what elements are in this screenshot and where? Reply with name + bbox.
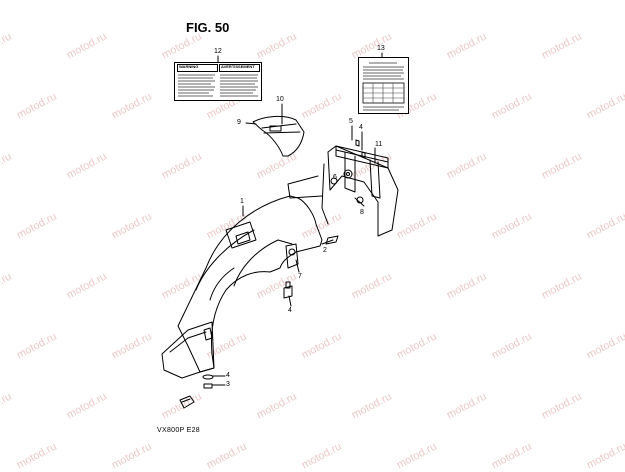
fender-window [225, 221, 257, 249]
reflector [179, 395, 195, 409]
callout-10: 10 [276, 96, 284, 103]
mudguard-flap [161, 321, 215, 379]
callout-9: 9 [237, 119, 241, 126]
callout-4-mid: 4 [288, 307, 292, 314]
info-label-sticker [358, 57, 409, 114]
callout-7: 7 [298, 273, 302, 280]
callout-8: 8 [360, 209, 364, 216]
warning-label-sticker: WARNING AVERTISSEMENT [174, 62, 262, 101]
callout-11: 11 [375, 141, 383, 148]
screw-bottom [203, 383, 213, 389]
callout-5: 5 [349, 118, 353, 125]
tail-cap [252, 115, 305, 157]
callout-13: 13 [377, 45, 385, 52]
warning-heading-right: AVERTISSEMENT [221, 64, 255, 69]
callout-1: 1 [240, 198, 244, 205]
callout-12: 12 [214, 48, 222, 55]
callout-6: 6 [333, 174, 337, 181]
info-label-content [362, 62, 405, 111]
callout-4-bottom: 4 [226, 372, 230, 379]
washer-bottom [202, 374, 214, 380]
fender-frame-bracket [327, 145, 399, 237]
callout-3: 3 [226, 381, 230, 388]
clip [325, 235, 339, 245]
rear-fender [177, 195, 323, 373]
callout-2: 2 [323, 247, 327, 254]
warning-text-lines [178, 74, 258, 97]
model-code: VX800P E28 [157, 427, 200, 434]
figure-title: FIG. 50 [186, 20, 230, 35]
callout-4-top: 4 [359, 124, 363, 131]
warning-heading-left: WARNING [179, 64, 199, 69]
bolt-center [283, 285, 293, 299]
